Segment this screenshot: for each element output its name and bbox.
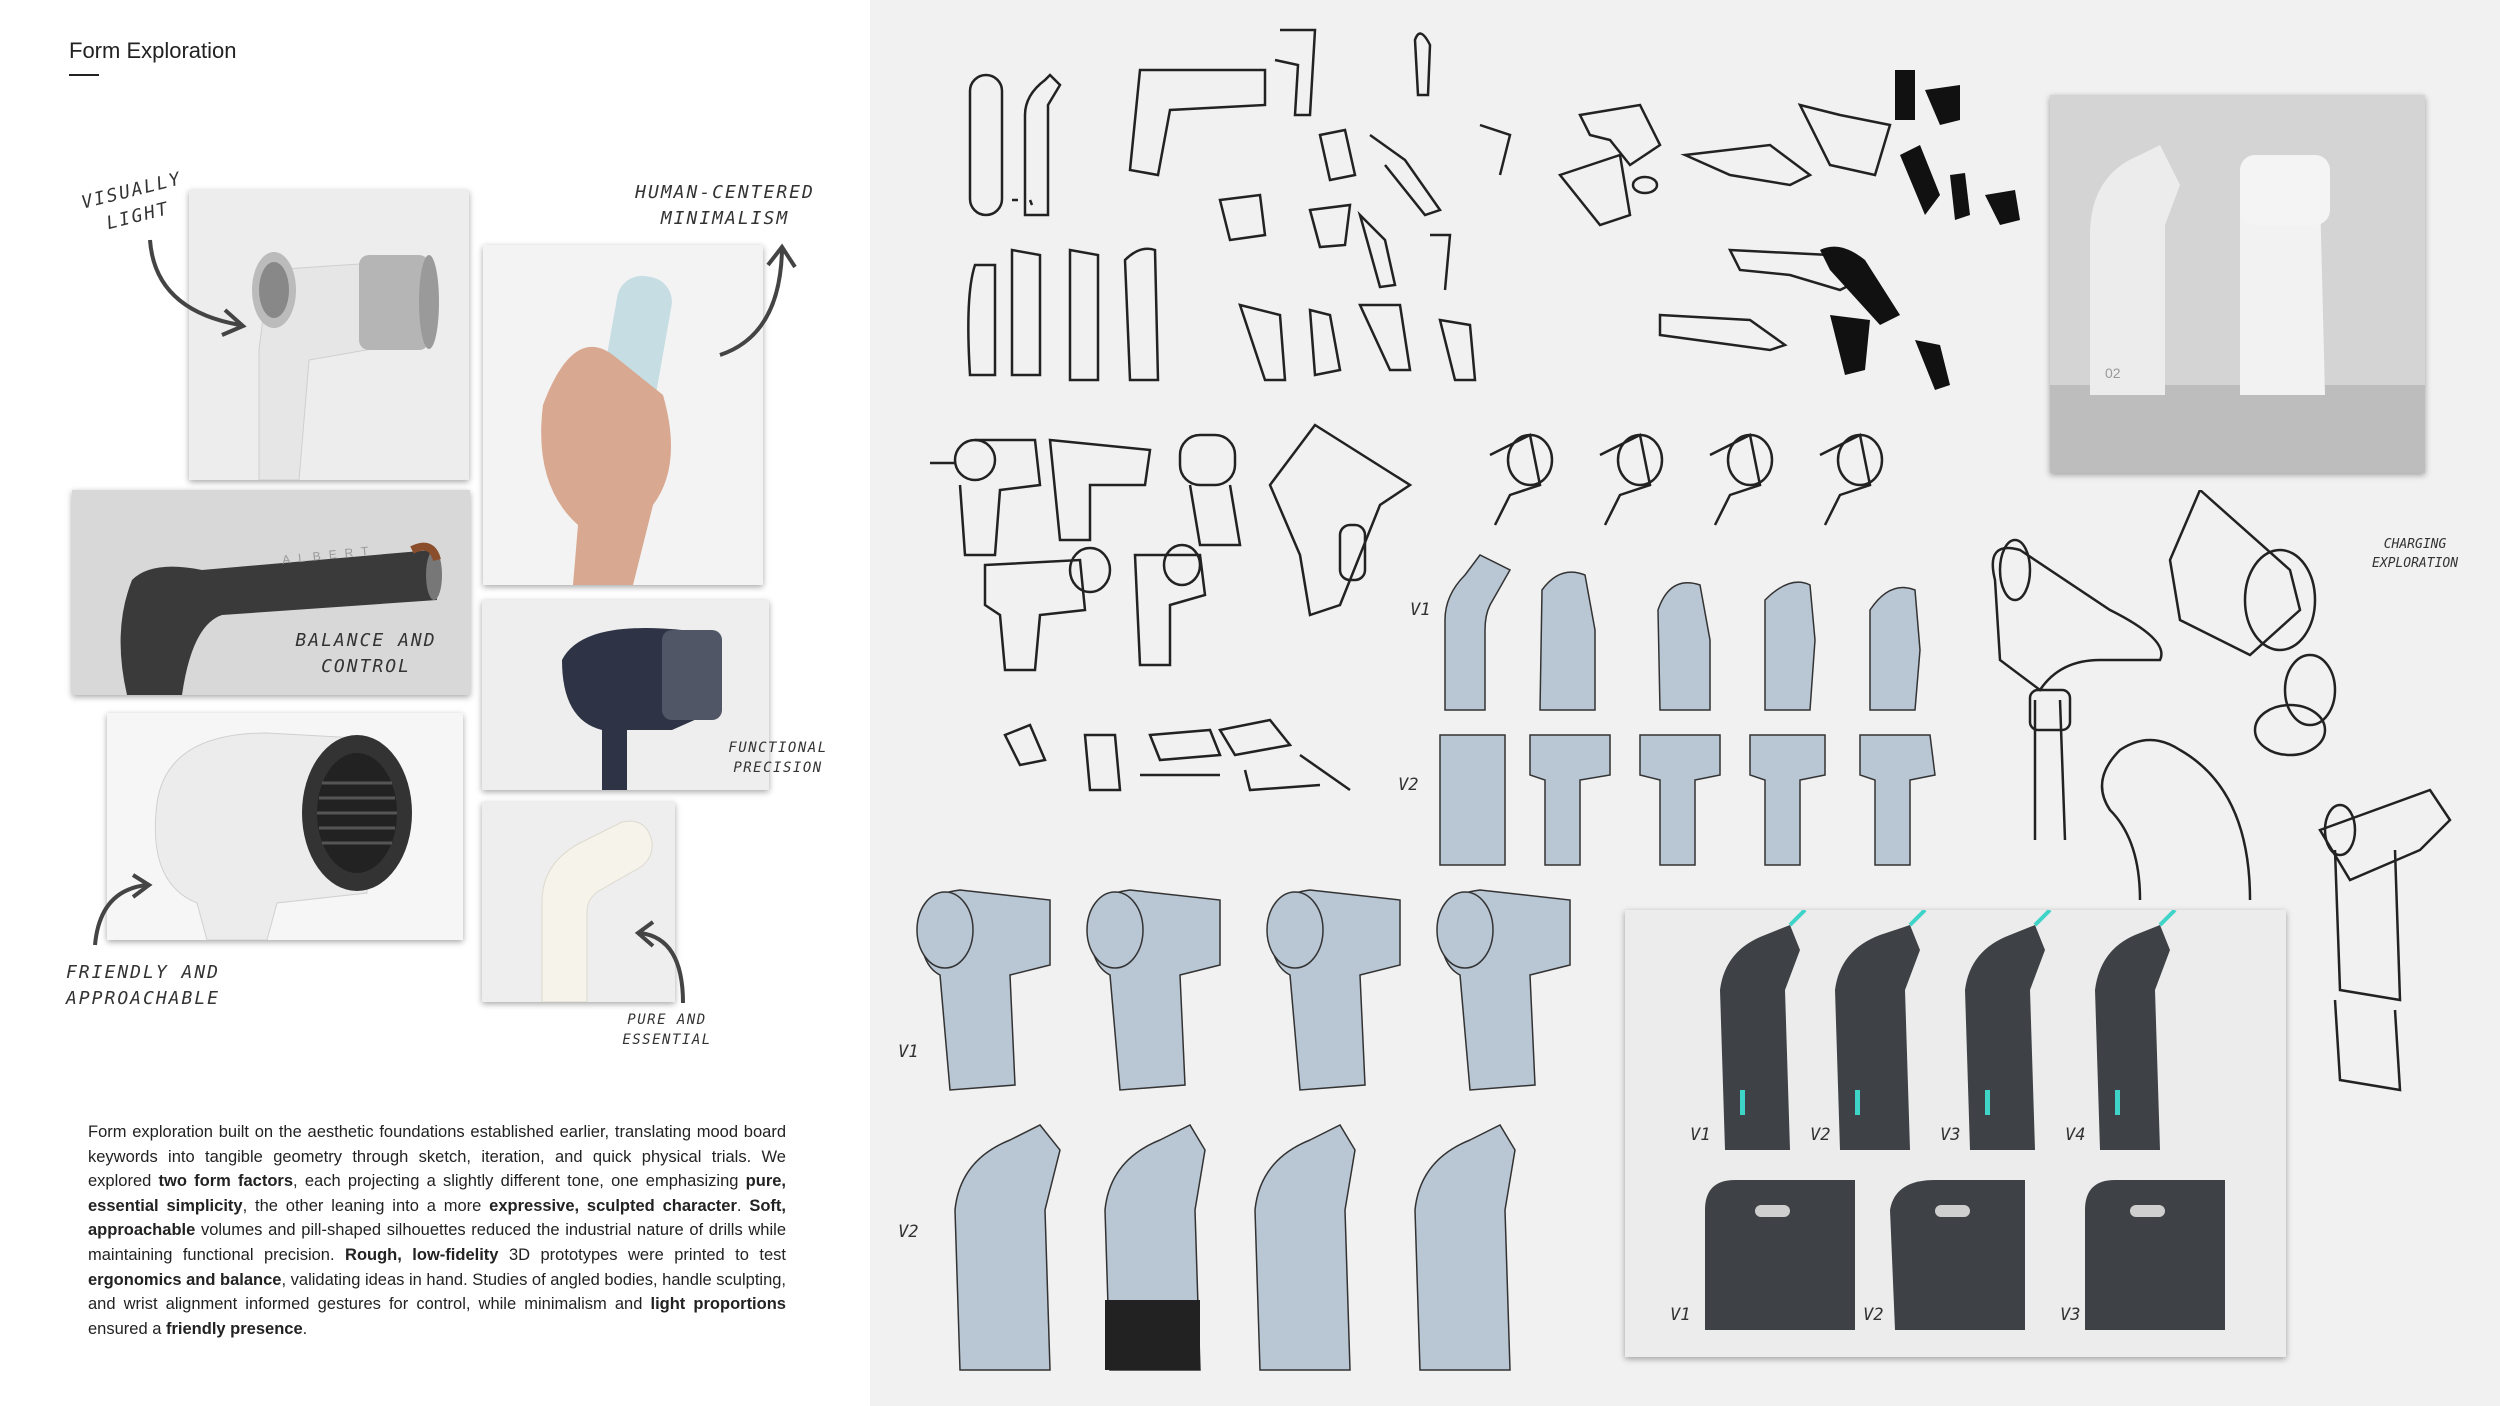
sketch-row-middle — [930, 423, 1884, 792]
render-label-v4: V4 — [2065, 1125, 2086, 1145]
arrow-human-centered — [719, 243, 797, 357]
label-balance-control: BALANCE AND CONTROL — [295, 630, 437, 677]
render-label-v3: V3 — [1940, 1125, 1961, 1145]
label-pure-essential: PURE AND ESSENTIAL — [622, 1012, 712, 1048]
arrow-friendly — [93, 873, 153, 946]
label-functional-precision: FUNCTIONAL PRECISION — [728, 740, 828, 776]
sketch-row-top — [967, 28, 2020, 390]
prototype-number: 02 — [2105, 365, 2121, 381]
moodboard-photo-navy-dryer — [482, 600, 769, 790]
white-dryer-illustration — [252, 252, 439, 480]
concept-v2-row — [1439, 734, 1936, 866]
prototype-photo: 02 — [2050, 95, 2425, 473]
render-label-v2: V2 — [1810, 1125, 1831, 1145]
concept-renders-v1 — [916, 889, 1571, 1091]
label-human-centered: HUMAN-CENTERED MINIMALISM — [635, 182, 815, 229]
title-underline — [69, 74, 99, 76]
render-label-v1-bottom: V1 — [1670, 1305, 1691, 1325]
concept-renders-v2 — [954, 1124, 1516, 1371]
black-tool-illustration — [120, 542, 442, 695]
prototype-illustration — [2050, 95, 2425, 473]
sketch-charging — [1991, 490, 2452, 1092]
arrow-visually-light — [148, 239, 247, 337]
moodboard-photo-hand — [483, 245, 763, 585]
moodboard-photo-bent-tube — [482, 802, 675, 1002]
hand-illustration — [541, 275, 672, 585]
concept-v1-row — [1444, 554, 1921, 711]
label-friendly: FRIENDLY AND APPROACHABLE — [65, 962, 221, 1009]
white-fan-illustration — [154, 732, 412, 940]
moodboard-photo-white-fan — [107, 713, 463, 940]
render-label-v1: V1 — [1690, 1125, 1711, 1145]
bent-tube-illustration — [541, 820, 653, 1002]
left-column: Form Exploration ALBERT — [0, 0, 870, 1406]
moodboard-photo-black-tool: ALBERT — [72, 490, 470, 695]
render-label-v2-bottom: V2 — [1863, 1305, 1884, 1325]
page-title: Form Exploration — [69, 38, 237, 63]
arrow-pure — [634, 920, 685, 1004]
navy-dryer-illustration — [562, 628, 722, 790]
label-v1-top: V1 — [1410, 600, 1431, 620]
label-v2-top: V2 — [1398, 775, 1419, 795]
label-v1-bottom: V1 — [898, 1042, 919, 1062]
label-charging-exploration: CHARGING EXPLORATION — [2371, 537, 2459, 571]
render-panel: V1 V2 V3 V4 V1 V2 V3 — [1625, 908, 2286, 1357]
render-label-v3-bottom: V3 — [2060, 1305, 2081, 1325]
render-illustrations — [1705, 908, 2225, 1330]
description-paragraph: Form exploration built on the aesthetic … — [88, 1123, 787, 1338]
moodboard-photo-white-dryer — [189, 190, 469, 480]
label-v2-bottom: V2 — [898, 1222, 919, 1242]
